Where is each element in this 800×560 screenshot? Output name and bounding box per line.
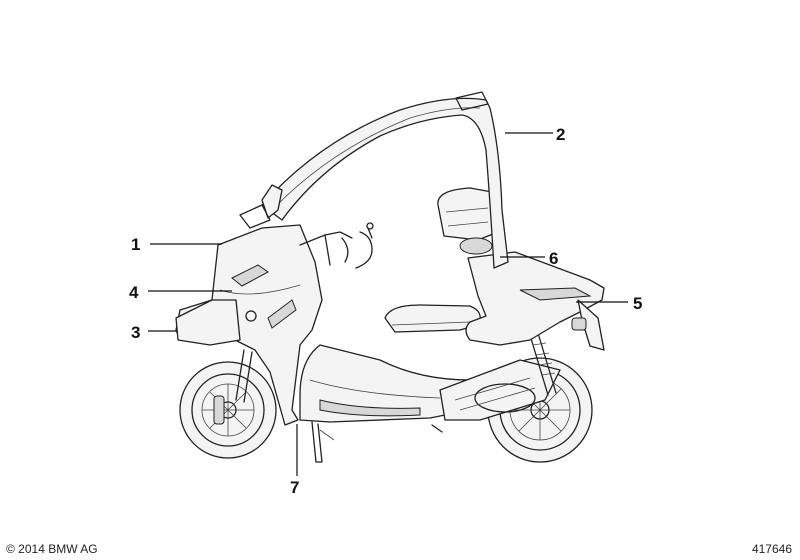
callout-6: 6 (549, 249, 558, 268)
front-wheel (179, 361, 277, 459)
backrest (437, 187, 499, 241)
document-number: 417646 (751, 542, 792, 556)
callout-4: 4 (129, 283, 139, 302)
front-body-panel (175, 224, 323, 426)
front-nose (175, 299, 241, 346)
copyright-notice: © 2014 BMW AG (6, 542, 98, 556)
callout-3: 3 (131, 323, 140, 342)
callout-7: 7 (290, 478, 299, 497)
callout-5: 5 (633, 294, 642, 313)
roof-frame (261, 97, 509, 269)
engine-swingarm (439, 359, 561, 421)
callout-2: 2 (556, 125, 565, 144)
rear-body-panel (465, 251, 605, 346)
callout-1: 1 (131, 235, 140, 254)
leader-lines (148, 132, 628, 476)
